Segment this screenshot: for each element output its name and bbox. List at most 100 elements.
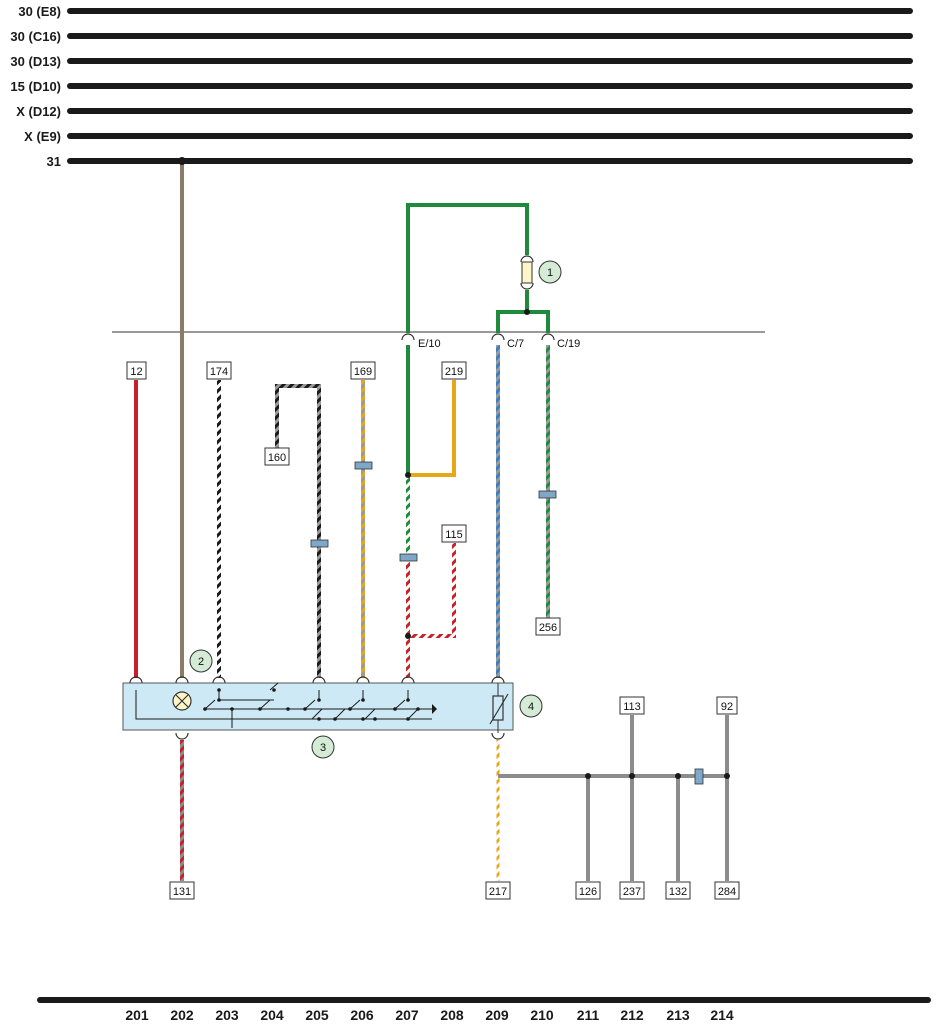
sensor-icon [489, 693, 509, 725]
ref-box-label: 92 [721, 701, 733, 713]
callout-label: 3 [320, 742, 326, 754]
black-grey-wire [275, 384, 321, 678]
column-number: 208 [440, 1007, 464, 1023]
column-number: 212 [620, 1007, 644, 1023]
column-number: 204 [260, 1007, 284, 1023]
ref-box [665, 881, 691, 900]
callout-label: 4 [528, 701, 534, 713]
column-number: 211 [577, 1007, 600, 1023]
switch-contacts [203, 688, 420, 721]
column-numbers: 201 202 203 204 205 206 207 208 209 210 … [125, 1007, 734, 1023]
lamp-icon [175, 694, 189, 708]
ref-box-label: 115 [445, 529, 463, 541]
column-number: 207 [395, 1007, 419, 1023]
ref-box-label: 113 [623, 701, 641, 713]
inline-connector-icon [694, 768, 704, 785]
connector-label: C/19 [557, 338, 580, 350]
column-number: 203 [215, 1007, 239, 1023]
junction-dot [524, 309, 530, 315]
ref-box [714, 881, 740, 900]
connector-c19-icon [541, 333, 555, 341]
ref-box [619, 696, 645, 715]
inline-connector-icon [354, 461, 373, 470]
ref-box [535, 617, 561, 636]
connector-label: C/7 [507, 338, 524, 350]
ref-box [264, 447, 290, 466]
upper-wires [134, 345, 550, 678]
column-number: 206 [350, 1007, 374, 1023]
ref-box [619, 881, 645, 900]
ref-box-label: 219 [445, 366, 463, 378]
rail-label: 30 (C16) [10, 29, 61, 44]
fuse-icon [521, 261, 533, 284]
rail-label: 15 (D10) [10, 79, 61, 94]
connector-c7-icon [491, 333, 505, 341]
callout-1 [538, 260, 562, 284]
callout-label: 2 [198, 656, 204, 668]
junction-dot [724, 773, 730, 779]
ref-box-label: 217 [489, 886, 507, 898]
rail-label: 31 [47, 154, 61, 169]
rail-label: 30 (E8) [18, 4, 61, 19]
ref-box-label: 174 [210, 366, 228, 378]
ref-box [206, 361, 232, 380]
lower-wires [180, 715, 730, 881]
column-number: 214 [710, 1007, 734, 1023]
junction-dot [405, 633, 411, 639]
callout-label: 1 [547, 267, 553, 279]
ref-box-label: 126 [579, 886, 597, 898]
column-number: 209 [485, 1007, 509, 1023]
inline-connector-icon [538, 490, 557, 499]
ref-box [575, 881, 601, 900]
ref-box [350, 361, 376, 380]
arrow-icon [432, 704, 437, 714]
reference-boxes: 12 174 160 169 219 115 256 113 92 131 21… [126, 361, 740, 900]
ref-box-label: 169 [354, 366, 372, 378]
column-number: 201 [125, 1007, 149, 1023]
ref-box [485, 881, 511, 900]
connector-label: E/10 [418, 338, 441, 350]
control-unit: 2 3 4 [122, 649, 543, 759]
connectors: E/10 C/7 C/19 [401, 333, 580, 350]
inline-connector-icon [310, 539, 329, 548]
green-wire [496, 310, 550, 333]
ref-box [441, 361, 467, 380]
ref-box [169, 881, 195, 900]
column-number: 210 [530, 1007, 554, 1023]
fuse-icon [520, 255, 534, 290]
ref-box-label: 132 [669, 886, 687, 898]
junction-dot [675, 773, 681, 779]
junction-dot [405, 472, 411, 478]
column-number: 205 [305, 1007, 329, 1023]
ref-box-label: 284 [718, 886, 736, 898]
ref-box-label: 160 [268, 452, 286, 464]
green-wire [406, 203, 529, 333]
ref-box-label: 131 [173, 886, 191, 898]
junction-dot [629, 773, 635, 779]
ref-box [441, 524, 467, 543]
column-number: 213 [666, 1007, 690, 1023]
column-number: 202 [170, 1007, 194, 1023]
rail-label: X (D12) [16, 104, 61, 119]
pin-icon [129, 676, 505, 684]
junction-dot [178, 157, 186, 165]
yellow-wire [408, 380, 456, 477]
junction-dot [585, 773, 591, 779]
red-white-wire [408, 543, 456, 638]
connector-e10-icon [401, 333, 415, 341]
inline-connector-icon [399, 553, 418, 562]
rail-label: 30 (D13) [10, 54, 61, 69]
power-rails: 30 (E8) 30 (C16) 30 (D13) 15 (D10) X (D1… [10, 4, 913, 169]
callout-4 [519, 694, 543, 718]
fuse-circuit: 1 [406, 203, 562, 333]
rail-label: X (E9) [24, 129, 61, 144]
inline-connectors [310, 461, 557, 562]
ref-box [126, 361, 147, 380]
ref-box-label: 256 [539, 622, 557, 634]
ref-box-label: 237 [623, 886, 641, 898]
pin-icon [175, 732, 505, 740]
ref-box-label: 12 [130, 366, 142, 378]
ref-box [716, 696, 738, 715]
callout-3 [311, 735, 335, 759]
